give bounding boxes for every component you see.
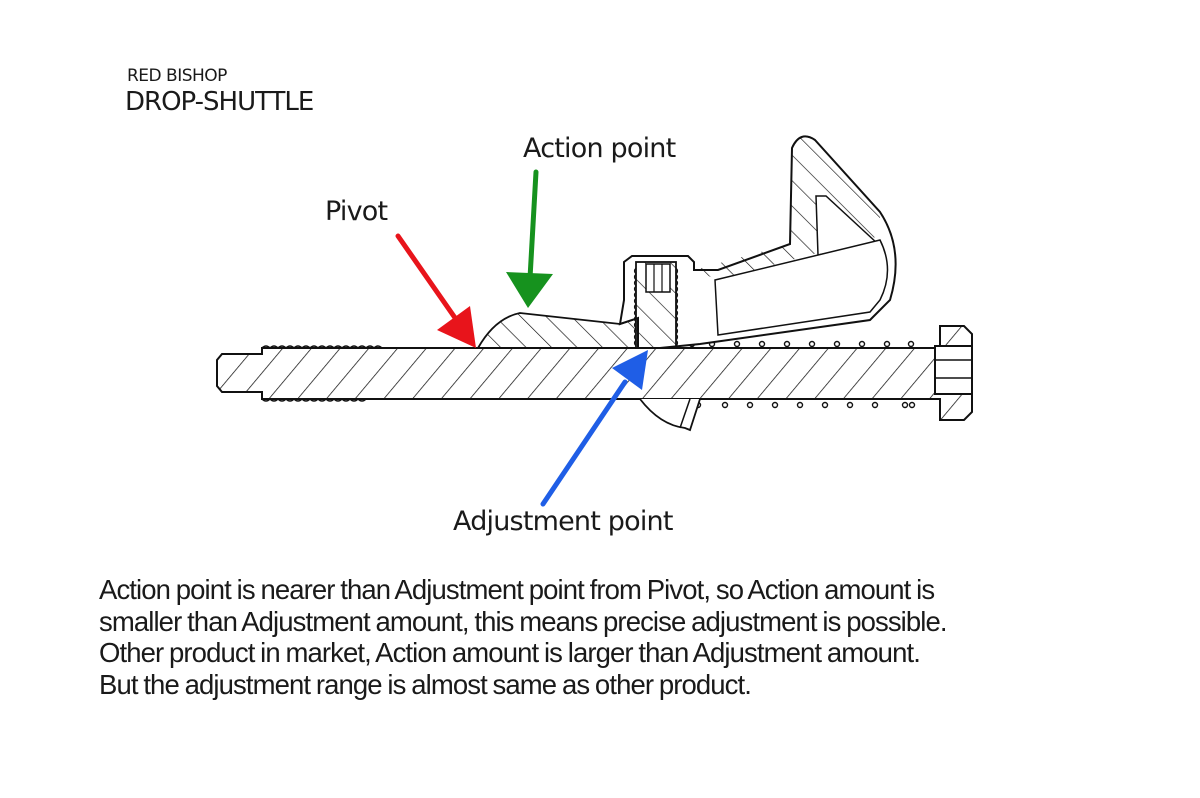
description-line: Other product in market, Action amount i…: [99, 637, 921, 668]
rod: [216, 325, 973, 421]
adjustment-point-label: Adjustment point: [453, 506, 673, 537]
hex-socket: [934, 345, 973, 395]
screw-thread-left: [633, 267, 637, 347]
pivot-label: Pivot: [325, 196, 388, 227]
brand-name: RED BISHOP: [127, 66, 227, 86]
description-line: smaller than Adjustment amount, this mea…: [99, 605, 948, 637]
pivot-arrow: [395, 233, 476, 348]
thread-top: [261, 345, 383, 350]
lever-wedge: [476, 312, 639, 349]
lever-inner-cavity: [714, 239, 889, 336]
description-line: But the adjustment range is almost same …: [99, 668, 752, 700]
action-point-label: Action point: [523, 133, 676, 164]
thread-bottom: [261, 397, 367, 402]
screw-thread-right: [675, 267, 679, 347]
rod-body: [216, 325, 973, 421]
description: Action point is nearer than Adjustment p…: [99, 574, 1159, 700]
description-line: Action point is nearer than Adjustment p…: [99, 574, 935, 605]
shuttle-lever: [476, 135, 897, 349]
action-arrowhead: [506, 272, 553, 308]
product-title: DROP-SHUTTLE: [125, 87, 314, 117]
adjustment-point-arrow: [540, 350, 648, 507]
action-point-arrow: [506, 169, 553, 308]
adjustment-arrowhead: [612, 350, 648, 390]
lower-shoe: [639, 398, 701, 432]
pivot-arrowhead: [437, 306, 476, 348]
screw-socket: [645, 263, 671, 293]
